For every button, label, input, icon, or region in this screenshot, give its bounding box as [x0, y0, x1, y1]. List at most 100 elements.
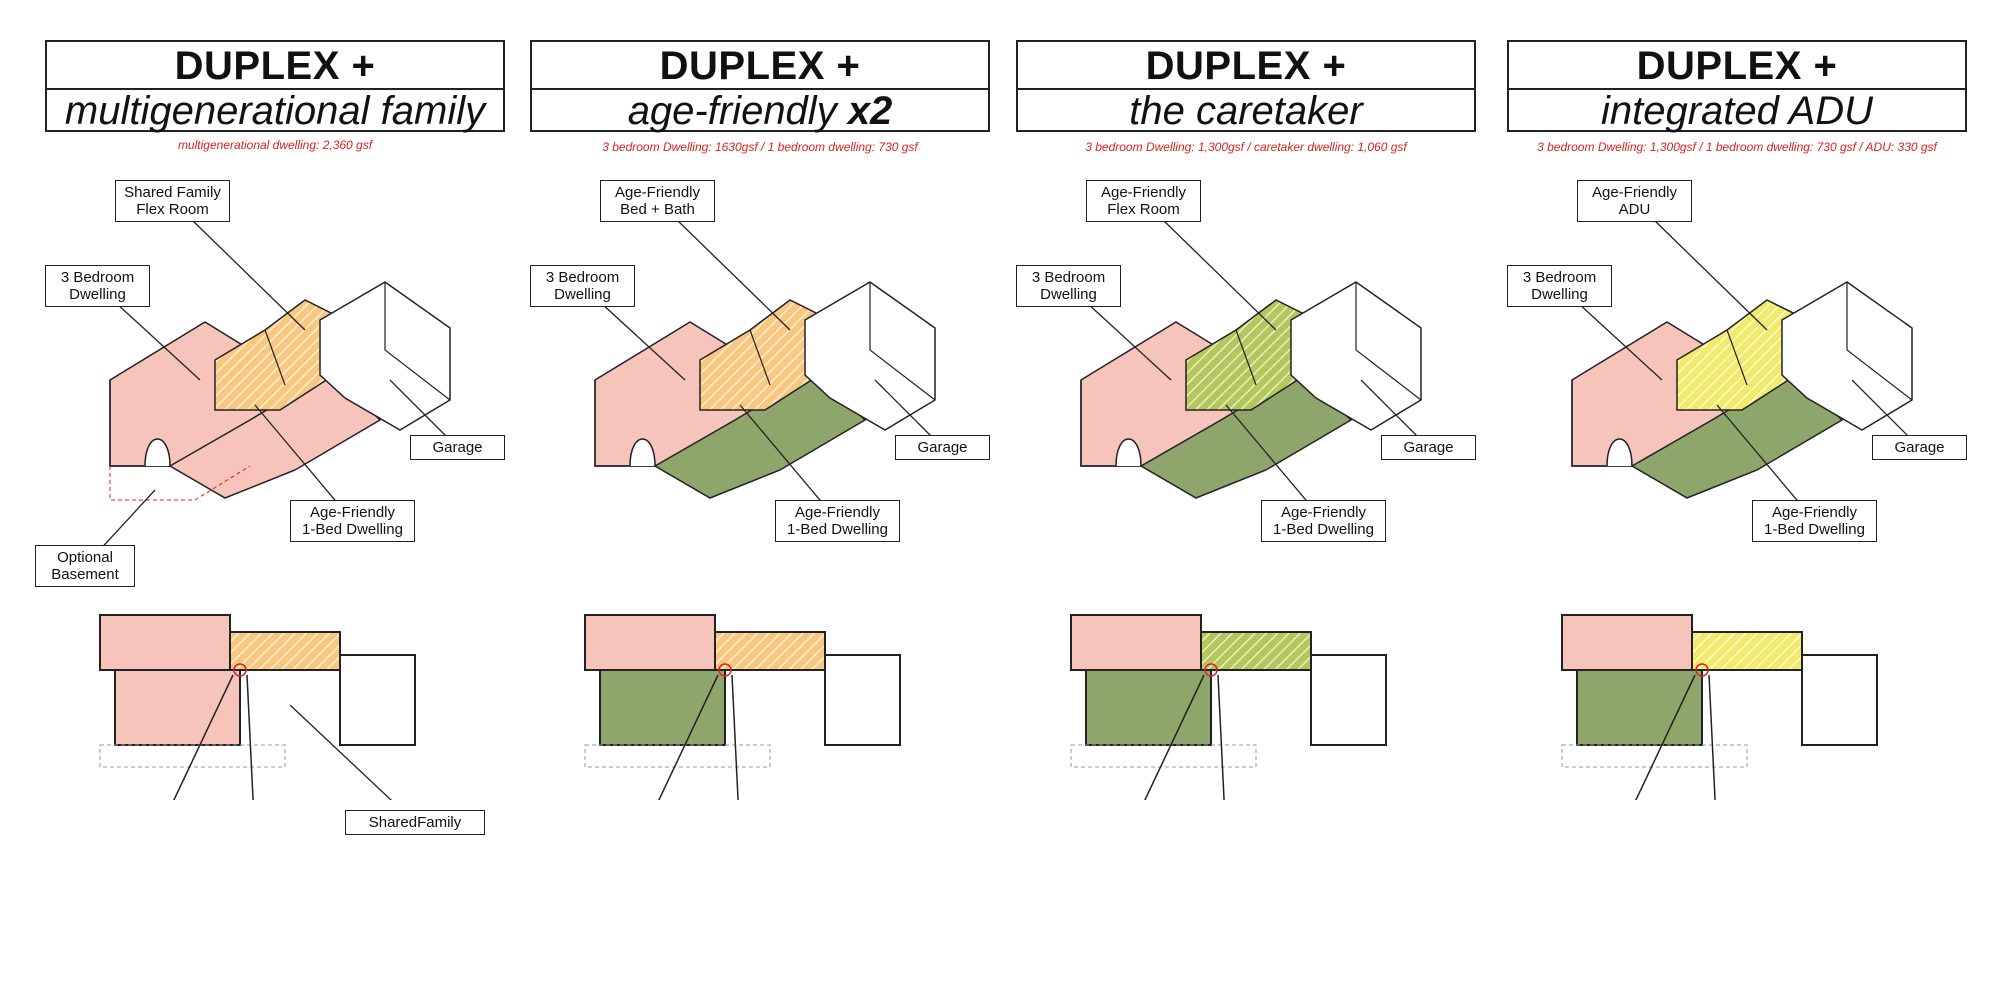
plan-main-dwelling [1070, 614, 1202, 671]
callout-line: 3 Bedroom [1522, 269, 1597, 286]
callout-leader-flex [1634, 200, 1768, 331]
plan-shared-door-marker [1695, 663, 1709, 677]
callout-line: Bed + Bath [620, 201, 695, 218]
plan-main-dwelling [1561, 614, 1693, 671]
zoom-leader-right [1217, 674, 1225, 800]
panel-subtitle: the caretaker [1018, 90, 1474, 132]
callout-line: 1-Bed Dwelling [1273, 521, 1374, 538]
plan-age-friendly-unit [114, 669, 241, 746]
entry-arch [1115, 438, 1142, 467]
callout-line: Age-Friendly [1100, 184, 1187, 201]
panel-2: DUPLEX +age-friendly x2 3 bedroom Dwellin… [530, 0, 1000, 1000]
plan-shared-door-marker [233, 663, 247, 677]
callout-garage: Garage [895, 435, 990, 460]
plan-garage [1801, 654, 1878, 746]
callout-line: Basement [51, 566, 119, 583]
panel-title: DUPLEX + [1145, 44, 1347, 88]
floor-plan [99, 614, 416, 768]
callout-line: SharedFamily [368, 814, 462, 831]
callout-line: Garage [917, 439, 968, 456]
plan-patio [584, 744, 771, 768]
callout-line: Shared Family [124, 184, 221, 201]
plan-flex-room [1200, 631, 1312, 671]
plan-main-dwelling [584, 614, 716, 671]
garage-edge [869, 282, 936, 401]
plan-patio [99, 744, 286, 768]
callout-leader-shared [289, 704, 393, 800]
area-note: multigenerational dwelling: 2,360 gsf [177, 138, 373, 152]
callout-line: Age-Friendly [1771, 504, 1858, 521]
area-note: 3 bedroom Dwelling: 1,300gsf / caretaker… [1085, 140, 1407, 154]
plan-flex-room [714, 631, 826, 671]
callout-line: Age-Friendly [1280, 504, 1367, 521]
diagram-svg [84, 200, 458, 800]
flex-room-ridge [1235, 329, 1257, 386]
panel-subtitle: integrated ADU [1509, 90, 1965, 132]
zoom-leader-right [1708, 674, 1716, 800]
callout-line: Dwelling [1040, 286, 1097, 303]
panel-title: DUPLEX + [174, 44, 376, 88]
callout-line: Dwelling [1531, 286, 1588, 303]
callout-line: Flex Room [1107, 201, 1180, 218]
callout-line: Garage [1894, 439, 1945, 456]
callout-line: Garage [432, 439, 483, 456]
subtitle-text: multigenerational family [64, 89, 486, 133]
garage-edge [1355, 282, 1422, 401]
callout-line: 3 Bedroom [60, 269, 135, 286]
entry-arch [144, 438, 171, 467]
basement-outline [109, 465, 251, 501]
plan-patio [1561, 744, 1748, 768]
callout-garage: Garage [410, 435, 505, 460]
plan-shared-door-marker [718, 663, 732, 677]
axonometric-massing [1571, 281, 1913, 499]
title-divider [1509, 88, 1965, 90]
title-box: DUPLEX +age-friendly x2 [530, 40, 990, 132]
callout-shared: SharedFamily [345, 810, 485, 835]
callout-line: 1-Bed Dwelling [787, 521, 888, 538]
plan-age-friendly-unit [1085, 669, 1212, 746]
diagram-svg [1068, 200, 1429, 800]
callout-line: 3 Bedroom [1031, 269, 1106, 286]
floor-plan [1561, 614, 1878, 768]
age-friendly-wing-massing [653, 371, 867, 499]
area-note: 3 bedroom Dwelling: 1630gsf / 1 bedroom … [602, 140, 918, 154]
entry-arch [629, 438, 656, 467]
title-divider [1018, 88, 1474, 90]
age-friendly-wing-massing [168, 371, 382, 499]
callout-leader-flex [172, 200, 306, 331]
plan-age-friendly-unit [599, 669, 726, 746]
plan-garage [824, 654, 901, 746]
callout-leader-flex [1143, 200, 1277, 331]
subtitle-emphasis: x2 [847, 89, 893, 133]
title-box: DUPLEX +multigenerational family [45, 40, 505, 132]
age-friendly-wing-massing [1139, 371, 1353, 499]
diagram-svg [1559, 200, 1920, 800]
panel-3: DUPLEX +the caretaker 3 bedroom Dwelling:… [1016, 0, 1486, 1000]
title-divider [47, 88, 503, 90]
callout-line: 1-Bed Dwelling [302, 521, 403, 538]
plan-flex-room [1691, 631, 1803, 671]
panel-title: DUPLEX + [1636, 44, 1838, 88]
plan-main-dwelling [99, 614, 231, 671]
diagram-svg [582, 200, 943, 800]
plan-age-friendly-unit [1576, 669, 1703, 746]
panel-subtitle: multigenerational family [47, 90, 503, 132]
subtitle-text: the caretaker [1129, 89, 1363, 133]
garage-edge [1846, 282, 1913, 401]
zoom-leader-left [1144, 674, 1205, 800]
plan-garage [339, 654, 416, 746]
subtitle-text: integrated ADU [1601, 89, 1873, 133]
subtitle-text: age-friendly [627, 89, 848, 133]
callout-line: Age-Friendly [614, 184, 701, 201]
floor-plan [584, 614, 901, 768]
axonometric-massing [594, 281, 936, 499]
axonometric-massing [109, 281, 451, 501]
callout-line: ADU [1618, 201, 1651, 218]
